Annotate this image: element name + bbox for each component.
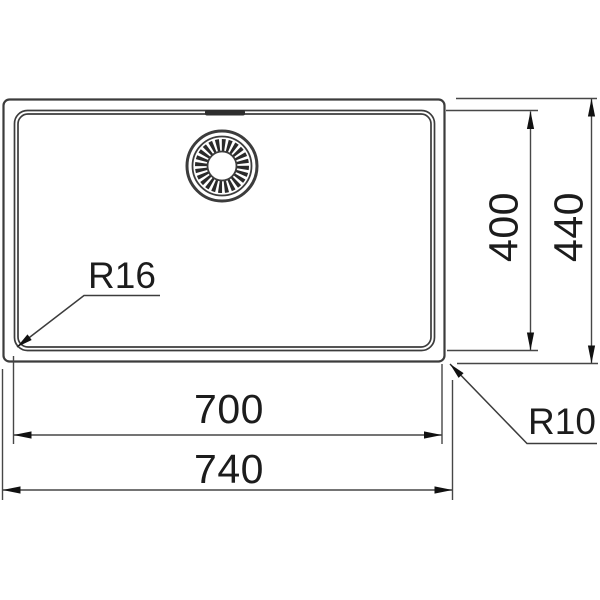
outer-height-label: 440	[546, 192, 592, 262]
strainer-spokes	[195, 139, 249, 193]
arrowhead-top	[587, 98, 596, 117]
outer-width-label: 740	[194, 446, 264, 492]
arrowhead-right	[424, 431, 442, 439]
sink-outline	[2, 98, 446, 363]
inner-width-label: 700	[194, 386, 264, 432]
inner-height-label: 400	[481, 192, 527, 262]
dimension-inner-height: 400	[481, 111, 535, 351]
arrowhead-left	[2, 486, 21, 494]
leader-r10	[449, 363, 597, 445]
arrowhead-r16	[17, 334, 32, 347]
bowl-corner-radius-label: R16	[88, 255, 156, 296]
outer-corner-radius-label: R10	[528, 401, 596, 442]
extension-lines	[1, 97, 598, 500]
callout-outer-corner-radius: R10	[449, 363, 597, 445]
arrowhead-r10	[450, 364, 464, 378]
dimension-outer-height: 440	[546, 98, 596, 364]
drain-strainer-icon	[185, 129, 259, 203]
overflow-slot-icon	[205, 110, 245, 116]
arrowhead-right	[434, 486, 453, 494]
dimension-outer-width: 740	[2, 446, 453, 494]
dimension-inner-width: 700	[13, 386, 442, 439]
outer-rim-rect	[2, 98, 446, 363]
arrowhead-top	[526, 111, 535, 129]
arrowhead-bottom	[526, 332, 535, 351]
callout-bowl-corner-radius: R16	[16, 255, 160, 348]
leader-r16	[16, 294, 160, 348]
arrowhead-bottom	[587, 345, 596, 364]
arrowhead-left	[13, 431, 32, 439]
